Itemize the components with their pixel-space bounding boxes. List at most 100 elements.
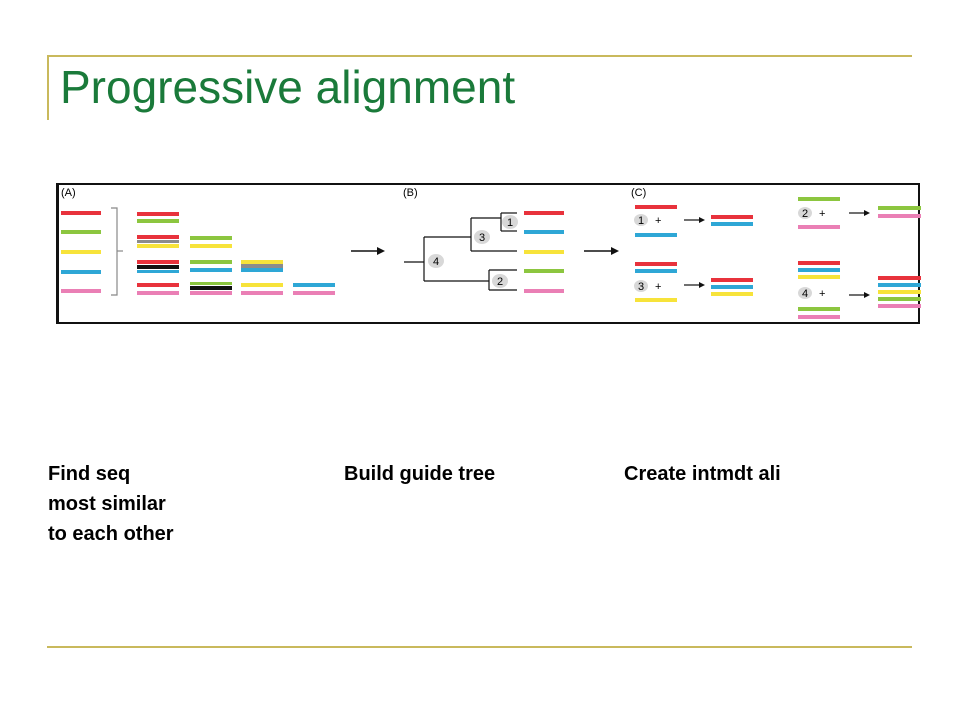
step-bar bbox=[798, 225, 840, 229]
result-bar bbox=[878, 206, 921, 210]
step-bar bbox=[635, 205, 677, 209]
step-arrow-head bbox=[864, 292, 870, 298]
tree-node-label: 3 bbox=[479, 232, 485, 244]
step-badge bbox=[798, 287, 812, 299]
seq-bar bbox=[61, 289, 101, 293]
tree-node-badge bbox=[492, 274, 508, 288]
arrow-a-b-head bbox=[377, 247, 385, 255]
pair-bar bbox=[293, 283, 335, 287]
result-bar bbox=[878, 290, 921, 294]
pair-bar bbox=[137, 270, 179, 273]
result-bar bbox=[711, 292, 753, 296]
bracket bbox=[111, 207, 118, 296]
result-bar bbox=[878, 283, 921, 287]
step-arrow-head bbox=[699, 217, 705, 223]
tree-node-label: 4 bbox=[433, 256, 439, 268]
seq-bar bbox=[61, 230, 101, 234]
pair-bar bbox=[190, 260, 232, 264]
caption-line: to each other bbox=[48, 523, 174, 545]
slide-title: Progressive alignment bbox=[60, 61, 516, 113]
pair-bar bbox=[190, 268, 232, 272]
seq-bar bbox=[61, 211, 101, 215]
tree-node-badge bbox=[474, 230, 490, 244]
caption-line: Build guide tree bbox=[344, 463, 496, 485]
step-node: 2 bbox=[802, 208, 808, 220]
left-rule bbox=[47, 55, 49, 120]
pair-bar bbox=[137, 291, 179, 295]
panel-b: 4 3 1 2 bbox=[404, 211, 564, 293]
panel-label-b: (B) bbox=[403, 187, 418, 199]
panel-a bbox=[61, 207, 335, 296]
step-badge bbox=[634, 214, 648, 226]
result-bar bbox=[878, 214, 921, 218]
pair-bar bbox=[137, 244, 179, 248]
caption-find-seq: Find seq most similar to each other bbox=[48, 459, 174, 549]
step-bar bbox=[798, 261, 840, 265]
step-node: 4 bbox=[802, 288, 808, 300]
panel-label-c: (C) bbox=[631, 187, 646, 199]
step-plus: + bbox=[819, 208, 825, 220]
seq-bar bbox=[61, 270, 101, 274]
pair-bar bbox=[241, 283, 283, 287]
panel-c: 1 + 3 + 2 + bbox=[634, 197, 921, 319]
seq-bar bbox=[61, 250, 101, 254]
step-plus: + bbox=[819, 288, 825, 300]
result-bar bbox=[711, 278, 753, 282]
tree-leaf-bar bbox=[524, 211, 564, 215]
pair-bar bbox=[241, 268, 283, 272]
top-rule bbox=[47, 55, 912, 57]
step-bar bbox=[798, 315, 840, 319]
result-bar bbox=[878, 304, 921, 308]
step-bar bbox=[798, 268, 840, 272]
pair-bar bbox=[241, 291, 283, 295]
result-bar bbox=[711, 215, 753, 219]
pair-bar bbox=[241, 260, 283, 264]
pair-bar bbox=[293, 291, 335, 295]
tree-leaf-bar bbox=[524, 230, 564, 234]
progressive-alignment-figure: (A) (B) (C) bbox=[56, 183, 921, 324]
caption-build-tree: Build guide tree bbox=[344, 459, 495, 489]
tree-node-label: 1 bbox=[507, 217, 513, 229]
panel-label-a: (A) bbox=[61, 187, 76, 199]
pair-bar bbox=[137, 212, 179, 216]
tree-leaf-bar bbox=[524, 289, 564, 293]
pair-bar bbox=[137, 283, 179, 287]
pair-bar bbox=[190, 236, 232, 240]
step-bar bbox=[798, 197, 840, 201]
pair-bar bbox=[137, 260, 179, 264]
tree-node-badge bbox=[428, 254, 444, 268]
pair-bar bbox=[137, 235, 179, 239]
step-badge bbox=[634, 280, 648, 292]
step-bar bbox=[635, 262, 677, 266]
pair-bar bbox=[190, 291, 232, 295]
step-arrow-head bbox=[699, 282, 705, 288]
caption-line: Find seq bbox=[48, 463, 131, 485]
pair-bar bbox=[137, 265, 179, 269]
tree-leaf-bar bbox=[524, 250, 564, 254]
result-bar bbox=[878, 276, 921, 280]
step-node: 1 bbox=[638, 215, 644, 227]
step-plus: + bbox=[655, 281, 661, 293]
pair-bar bbox=[190, 286, 232, 290]
step-bar bbox=[635, 233, 677, 237]
tree-node-badge bbox=[502, 215, 518, 229]
result-bar bbox=[711, 285, 753, 289]
pair-bar bbox=[137, 219, 179, 223]
figure-canvas: (A) (B) (C) bbox=[61, 187, 921, 319]
result-bar bbox=[878, 297, 921, 301]
step-badge bbox=[798, 207, 812, 219]
caption-create-alignment: Create intmdt ali bbox=[624, 459, 781, 489]
step-bar bbox=[635, 269, 677, 273]
pair-bar bbox=[190, 244, 232, 248]
step-node: 3 bbox=[638, 281, 644, 293]
result-bar bbox=[711, 222, 753, 226]
pair-bar bbox=[190, 282, 232, 285]
pair-bar bbox=[137, 240, 179, 243]
step-arrow-head bbox=[864, 210, 870, 216]
arrow-b-c-head bbox=[611, 247, 619, 255]
step-plus: + bbox=[655, 215, 661, 227]
tree-node-label: 2 bbox=[497, 276, 503, 288]
tree-leaf-bar bbox=[524, 269, 564, 273]
step-bar bbox=[635, 298, 677, 302]
bottom-rule bbox=[47, 646, 912, 648]
